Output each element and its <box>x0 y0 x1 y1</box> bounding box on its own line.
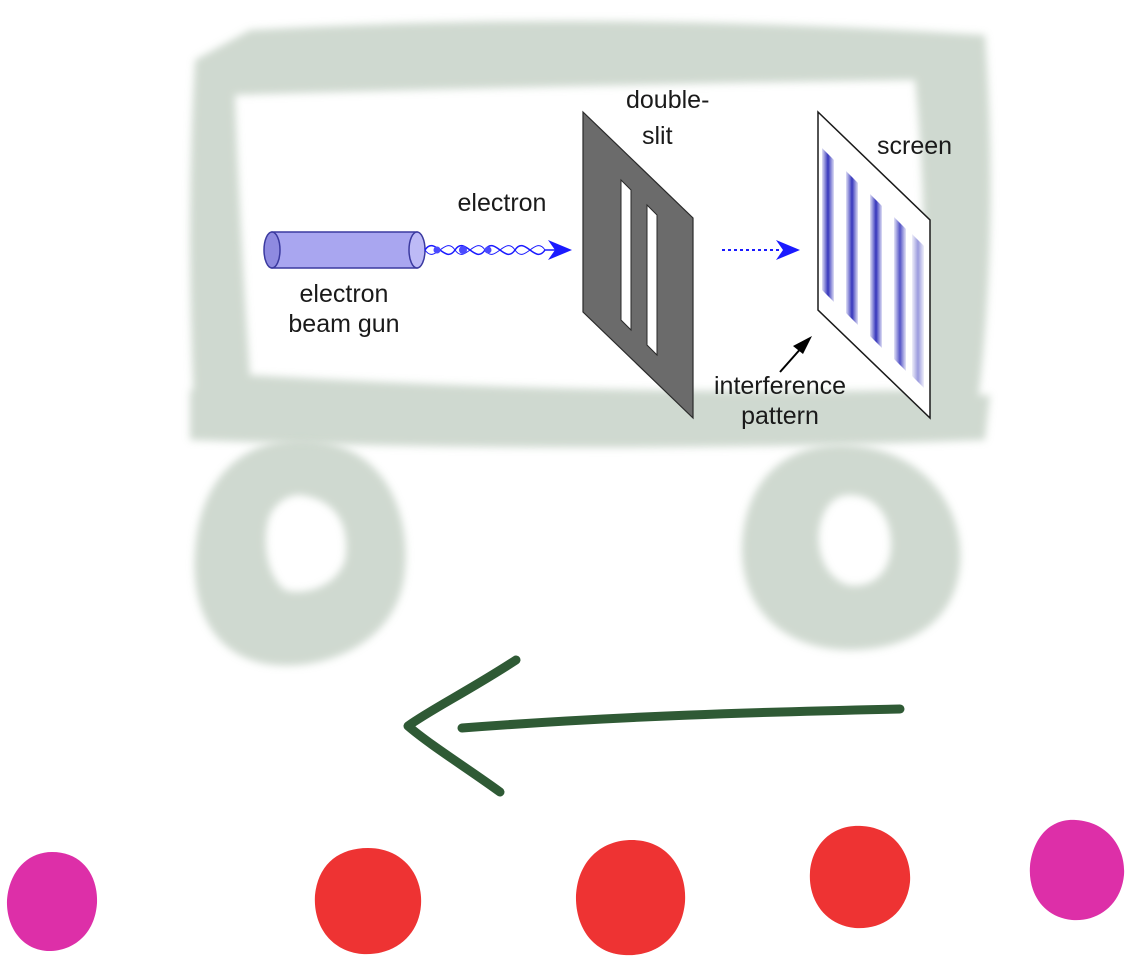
electron-wave-packet <box>424 240 572 260</box>
label-pattern-line2: pattern <box>741 402 819 430</box>
label-gun-line2: beam gun <box>288 310 399 338</box>
pointer-arrow-icon <box>779 336 812 373</box>
label-slit-line2: slit <box>642 122 673 150</box>
dots-row <box>6 819 1125 956</box>
left-arrow-icon <box>403 655 905 797</box>
label-screen: screen <box>877 132 952 160</box>
right-wheel <box>741 445 961 650</box>
dot-5 <box>1029 819 1125 921</box>
diffracted-beam <box>722 240 800 260</box>
label-electron: electron <box>458 189 547 217</box>
label-gun-line1: electron <box>300 280 389 308</box>
interference-fringes <box>822 148 924 388</box>
dot-3 <box>575 840 686 956</box>
slit-1 <box>620 178 632 332</box>
double-slit-barrier <box>582 110 694 420</box>
frame-stroke <box>190 21 991 430</box>
beam-arrowhead-icon <box>548 240 572 260</box>
train-car-frame <box>190 21 991 448</box>
label-pattern-line1: interference <box>714 372 846 400</box>
detection-screen <box>817 110 931 420</box>
label-slit-line1: double- <box>626 86 709 114</box>
dot-4 <box>809 825 911 929</box>
dot-2 <box>314 848 422 955</box>
frame-bottom-band <box>190 390 990 448</box>
left-wheel <box>194 440 406 666</box>
slit-2 <box>646 203 658 357</box>
electron-gun-icon <box>263 231 426 269</box>
dot-1 <box>6 852 98 952</box>
